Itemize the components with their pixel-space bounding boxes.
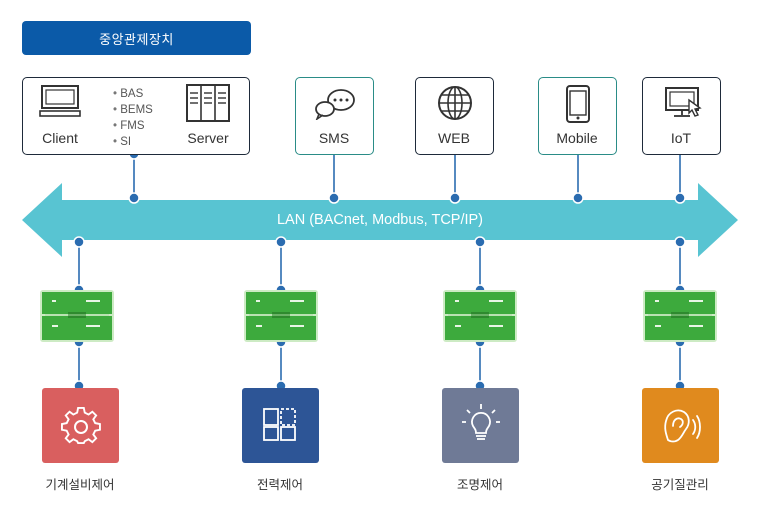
mechanical-control-label: 기계설비제어 (45, 478, 115, 492)
connector-dot (474, 236, 486, 248)
controller-units (40, 290, 717, 342)
lan-label: LAN (BACnet, Modbus, TCP/IP) (276, 212, 484, 228)
touch-monitor-icon (665, 87, 702, 117)
protocol-item: SI (113, 134, 153, 150)
connector-dot (572, 192, 584, 204)
computer-icon (39, 85, 81, 117)
lan-arrow (22, 183, 738, 257)
air-quality-icon (664, 409, 701, 443)
web-label: WEB (438, 130, 470, 146)
air-quality-tile (642, 388, 719, 463)
client-label: Client (42, 130, 78, 146)
connector-dot (328, 192, 340, 204)
connector-dot (674, 236, 686, 248)
lighting-control-tile (442, 388, 519, 463)
protocol-item: BEMS (113, 102, 153, 118)
connector-dot (449, 192, 461, 204)
mobile-label: Mobile (556, 130, 598, 146)
iot-label: IoT (670, 130, 692, 146)
light-bulb-icon (462, 404, 500, 440)
sms-box: SMS (295, 77, 374, 155)
lighting-control-label: 조명제어 (456, 478, 503, 492)
mobile-box: Mobile (538, 77, 617, 155)
chat-bubbles-icon (315, 89, 355, 120)
central-control-title: 중앙관제장치 (22, 21, 251, 55)
iot-box: IoT (642, 77, 721, 155)
connector-dot (128, 192, 140, 204)
server-icon (186, 84, 230, 122)
protocol-item: BAS (113, 86, 153, 102)
web-box: WEB (415, 77, 494, 155)
gear-icon (61, 406, 101, 445)
globe-icon (438, 86, 472, 120)
power-panel-icon (263, 408, 296, 441)
server-label: Server (187, 130, 229, 146)
protocol-item: FMS (113, 118, 153, 134)
power-control-label: 전력제어 (256, 478, 303, 492)
mobile-phone-icon (566, 85, 590, 123)
connector-dot (275, 236, 287, 248)
protocol-list: BAS BEMS FMS SI (113, 86, 153, 150)
sms-label: SMS (318, 130, 350, 146)
air-quality-label: 공기질관리 (651, 478, 709, 492)
power-control-tile (242, 388, 319, 463)
mechanical-control-tile (42, 388, 119, 463)
connector-dot (73, 236, 85, 248)
connector-dot (674, 192, 686, 204)
